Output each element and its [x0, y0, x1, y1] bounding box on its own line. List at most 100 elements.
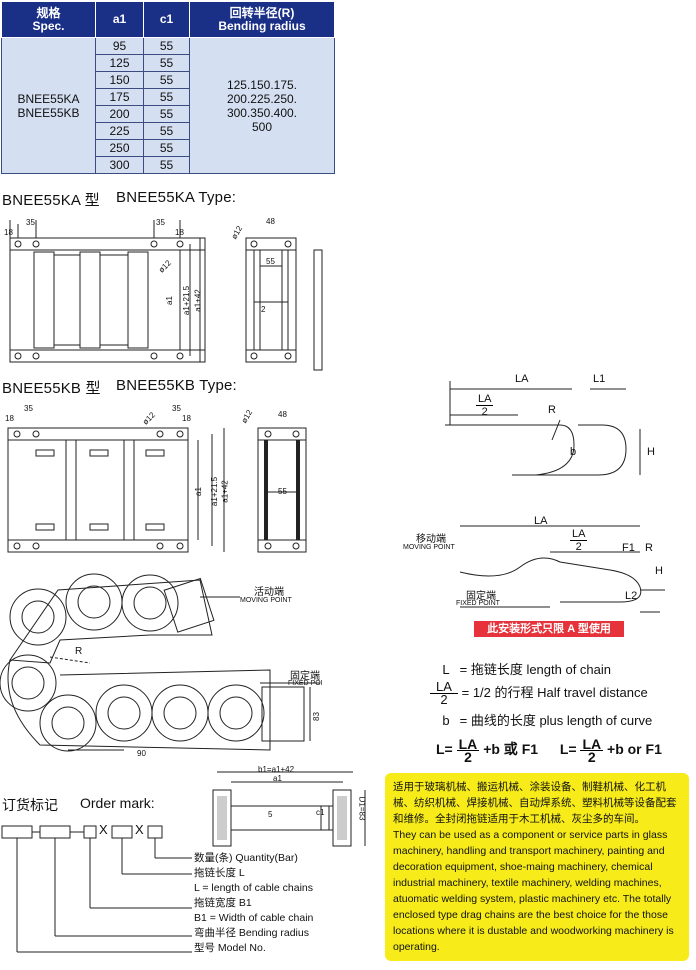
c1-cell: 55	[143, 37, 190, 55]
ka-dim-55: 55	[266, 257, 275, 266]
kb-dim-35: 35	[24, 404, 33, 413]
c1-cell: 55	[143, 156, 190, 174]
kb-title-cn: BNEE55KB 型	[2, 380, 101, 397]
a1-cell: 95	[95, 37, 144, 55]
travel-b: b	[570, 446, 577, 458]
info-box-cn: 适用于玻璃机械、搬运机械、涂装设备、制鞋机械、化工机械、纺织机械、焊接机械、自动…	[393, 781, 677, 825]
fixed-end-cn: 固定端	[290, 671, 320, 682]
kb-title-en: BNEE55KB Type:	[116, 377, 237, 394]
order-code-diagram	[1, 825, 192, 953]
order-x1: X	[99, 822, 108, 837]
legend-L: L = 拖链长度 length of chain	[442, 662, 612, 677]
c1-cell: 55	[143, 71, 190, 89]
travel2-moving-en: MOVING POINT	[403, 544, 455, 551]
travel-diagram-top	[445, 381, 641, 476]
kb-dim-48: 48	[278, 410, 287, 419]
a1-cell: 125	[95, 54, 144, 72]
ka-dim-35: 35	[26, 218, 35, 227]
travel2-F1: F1	[622, 542, 635, 554]
order-title-en: Order mark:	[80, 795, 155, 811]
kb-dim-35-right: 35	[172, 404, 181, 413]
travel2-moving-cn: 移动端	[416, 534, 446, 545]
ka-dim-18: 18	[4, 228, 13, 237]
travel2-LA: LA	[534, 515, 548, 527]
travel-H: H	[647, 446, 655, 458]
order-item-width-en: B1 = Width of cable chain	[194, 912, 314, 924]
a1-cell: 225	[95, 122, 144, 140]
a1-cell: 300	[95, 156, 144, 174]
order-item-radius: 弯曲半径 Bending radius	[194, 927, 309, 939]
legend-b: b = 曲线的长度 plus length of curve	[442, 713, 653, 728]
ka-dim-48: 48	[266, 217, 275, 226]
moving-end-en: MOVING POINT	[240, 597, 292, 604]
a1-cell: 175	[95, 88, 144, 106]
c1-cell: 55	[143, 139, 190, 157]
a1-cell: 200	[95, 105, 144, 123]
kb-dim-a1-21-5: a1+21.5	[210, 476, 220, 507]
ka-dim-18-right: 18	[175, 228, 184, 237]
ka-title-cn: BNEE55KA 型	[2, 192, 100, 209]
travel2-fixed-cn: 固定端	[466, 591, 496, 602]
travel2-fixed-en: FIXED POINT	[456, 600, 500, 607]
travel-R: R	[548, 404, 556, 416]
info-box: 适用于玻璃机械、搬运机械、涂装设备、制鞋机械、化工机械、纺织机械、焊接机械、自动…	[385, 773, 689, 961]
ka-front-drawing	[9, 220, 206, 363]
ka-dim-a1-21-5: a1+21.5	[182, 285, 192, 316]
kb-dim-55: 55	[278, 487, 287, 496]
ka-dim-a1: a1	[164, 296, 174, 305]
cross-section-drawing	[212, 771, 366, 847]
kb-dim-18-right: 18	[182, 414, 191, 423]
order-title-cn: 订货标记	[2, 797, 58, 813]
header-radius: 回转半径(R)Bending radius	[189, 1, 335, 38]
c1-cell: 55	[143, 105, 190, 123]
ka-dim-2: 2	[261, 305, 266, 314]
kb-dim-a1: a1	[193, 487, 203, 496]
a1-cell: 150	[95, 71, 144, 89]
order-item-length-cn: 拖链长度 L	[194, 867, 245, 879]
fixed-end-en: FIXED POI	[288, 680, 323, 687]
cross-dim-c1: c1	[316, 808, 325, 817]
order-items: 数量(条) Quantity(Bar) 拖链长度 L L = length of…	[194, 851, 313, 956]
order-item-width-cn: 拖链宽度 B1	[194, 897, 252, 909]
travel2-H: H	[655, 565, 663, 577]
kb-side-drawing	[257, 427, 307, 553]
cross-dim-b1: b1=a1+42	[258, 765, 295, 774]
cross-dim-D1: D1=83	[357, 796, 367, 821]
cross-dim-5: 5	[268, 810, 273, 819]
c1-cell: 55	[143, 88, 190, 106]
c1-cell: 55	[143, 54, 190, 72]
header-a1: a1	[95, 1, 144, 38]
install-note-banner: 此安装形式只限 A 型使用	[474, 621, 624, 637]
chain-dim-90: 90	[137, 749, 146, 758]
chain-dim-R: R	[75, 646, 83, 657]
chain-dim-83: 83	[311, 712, 321, 721]
order-item-quantity: 数量(条) Quantity(Bar)	[194, 852, 298, 864]
cross-dim-a1: a1	[273, 774, 282, 783]
order-item-model: 型号 Model No.	[194, 942, 266, 954]
a1-cell: 250	[95, 139, 144, 157]
radius-cell: 125.150.175.200.225.250.300.350.400.500	[189, 37, 335, 174]
kb-dim-a1-42: a1+42	[220, 480, 230, 503]
moving-end-cn: 活动端	[254, 587, 284, 598]
travel-L1: L1	[593, 373, 606, 385]
travel2-R: R	[645, 542, 653, 554]
kb-front-drawing	[7, 427, 225, 553]
ka-dim-a1-42: a1+42	[193, 289, 203, 312]
travel-diagram-bottom	[459, 525, 665, 613]
order-x2: X	[135, 822, 144, 837]
kb-dim-18: 18	[5, 414, 14, 423]
info-box-en: They can be used as a component or servi…	[393, 829, 674, 953]
c1-cell: 55	[143, 122, 190, 140]
travel-LA: LA	[515, 373, 529, 385]
ka-dim-35-right: 35	[156, 218, 165, 227]
ka-side-drawing	[245, 237, 323, 371]
order-item-length-en: L = length of cable chains	[194, 882, 313, 894]
travel2-L2: L2	[625, 590, 638, 602]
